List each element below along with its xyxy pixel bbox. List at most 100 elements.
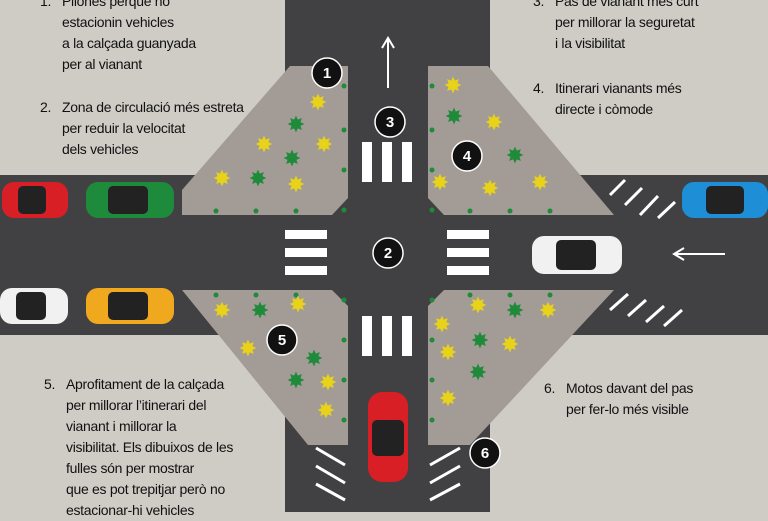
bollard bbox=[253, 292, 259, 298]
marker-label: 3 bbox=[386, 114, 394, 131]
leaf-icon: ✸ bbox=[287, 368, 305, 393]
bollard bbox=[341, 297, 347, 303]
arrow-left-icon bbox=[672, 247, 725, 261]
leaf-icon: ✸ bbox=[251, 298, 269, 323]
bollard bbox=[253, 208, 259, 214]
car-white-left bbox=[0, 288, 68, 324]
bollards bbox=[213, 83, 553, 423]
leaf-icon: ✸ bbox=[319, 370, 337, 395]
curb-extension-bottom-right bbox=[428, 290, 614, 445]
leaf-icon: ✸ bbox=[469, 360, 487, 385]
bollard bbox=[213, 208, 219, 214]
bollard bbox=[467, 292, 473, 298]
leaf-icon: ✸ bbox=[315, 132, 333, 157]
bollard bbox=[467, 208, 473, 214]
marker-label: 4 bbox=[463, 148, 472, 165]
leaf-icon: ✸ bbox=[501, 332, 519, 357]
leaf-icon: ✸ bbox=[433, 312, 451, 337]
leaf-icon: ✸ bbox=[287, 112, 305, 137]
bollard bbox=[293, 208, 299, 214]
leaf-icon: ✸ bbox=[213, 166, 231, 191]
leaf-icon: ✸ bbox=[213, 298, 231, 323]
crosswalk-top bbox=[362, 142, 412, 182]
leaf-icon: ✸ bbox=[506, 143, 524, 168]
car-red-bottom bbox=[368, 392, 408, 482]
bollard bbox=[507, 292, 513, 298]
leaf-icon: ✸ bbox=[539, 298, 557, 323]
bollard bbox=[429, 337, 435, 343]
markers: 1 2 3 4 5 6 bbox=[266, 57, 501, 469]
bollard bbox=[341, 417, 347, 423]
bollard bbox=[213, 292, 219, 298]
leaf-icon: ✸ bbox=[289, 292, 307, 317]
bollard bbox=[341, 337, 347, 343]
bollard bbox=[507, 208, 513, 214]
leaf-icon: ✸ bbox=[287, 172, 305, 197]
bollard bbox=[293, 292, 299, 298]
leaf-icon: ✸ bbox=[439, 340, 457, 365]
leaf-icon: ✸ bbox=[439, 386, 457, 411]
bollard bbox=[429, 83, 435, 89]
moto-parking-marks bbox=[315, 178, 683, 502]
marker-6 bbox=[469, 437, 501, 469]
leaf-drawings: ✸ ✸ ✸ ✸ ✸ ✸ ✸ ✸ ✸ ✸ ✸ ✸ ✸ ✸ ✸ ✸ ✸ ✸ ✸ ✸ ✸ ✸ ✸ ✸ ✸ ✸ ✸ ✸ ✸ ✸ ✸ ✸ bbox=[213, 73, 557, 423]
car-white-right bbox=[532, 236, 622, 274]
leaf-icon: ✸ bbox=[481, 176, 499, 201]
leaf-icon: ✸ bbox=[445, 104, 463, 129]
bollard bbox=[341, 83, 347, 89]
bollard bbox=[341, 167, 347, 173]
leaf-icon: ✸ bbox=[506, 298, 524, 323]
leaf-icon: ✸ bbox=[469, 293, 487, 318]
curb-extension-top-right bbox=[428, 66, 614, 215]
car-yellow bbox=[86, 288, 174, 324]
leaf-icon: ✸ bbox=[305, 346, 323, 371]
bollard bbox=[429, 127, 435, 133]
bollard bbox=[341, 207, 347, 213]
leaf-icon: ✸ bbox=[471, 328, 489, 353]
crosswalk-left bbox=[285, 230, 327, 275]
car-green bbox=[86, 182, 174, 218]
bollard bbox=[429, 377, 435, 383]
leaf-icon: ✸ bbox=[283, 146, 301, 171]
bollard bbox=[429, 207, 435, 213]
leaf-icon: ✸ bbox=[239, 336, 257, 361]
leaf-icon: ✸ bbox=[431, 170, 449, 195]
marker-4 bbox=[451, 140, 483, 172]
bollard bbox=[429, 167, 435, 173]
leaf-icon: ✸ bbox=[309, 90, 327, 115]
bollard bbox=[429, 297, 435, 303]
leaf-icon: ✸ bbox=[531, 170, 549, 195]
leaf-icon: ✸ bbox=[255, 132, 273, 157]
crosswalk-right bbox=[447, 230, 489, 275]
marker-label: 1 bbox=[323, 65, 331, 82]
leaf-icon: ✸ bbox=[249, 166, 267, 191]
marker-2 bbox=[372, 237, 404, 269]
marker-label: 2 bbox=[384, 245, 392, 262]
curb-extension-bottom-left bbox=[182, 290, 348, 445]
bollard bbox=[429, 417, 435, 423]
car-blue bbox=[682, 182, 768, 218]
marker-label: 6 bbox=[481, 445, 489, 462]
bollard bbox=[341, 377, 347, 383]
marker-label: 5 bbox=[278, 332, 286, 349]
leaf-icon: ✸ bbox=[485, 110, 503, 135]
marker-3 bbox=[374, 106, 406, 138]
marker-5 bbox=[266, 324, 298, 356]
bollard bbox=[547, 292, 553, 298]
marker-1 bbox=[311, 57, 343, 89]
car-red-left bbox=[2, 182, 68, 218]
bollard bbox=[341, 127, 347, 133]
curb-extension-top-left bbox=[182, 66, 348, 215]
bollard bbox=[547, 208, 553, 214]
leaf-icon: ✸ bbox=[444, 73, 462, 98]
crosswalk-bottom bbox=[362, 316, 412, 356]
leaf-icon: ✸ bbox=[317, 398, 335, 423]
